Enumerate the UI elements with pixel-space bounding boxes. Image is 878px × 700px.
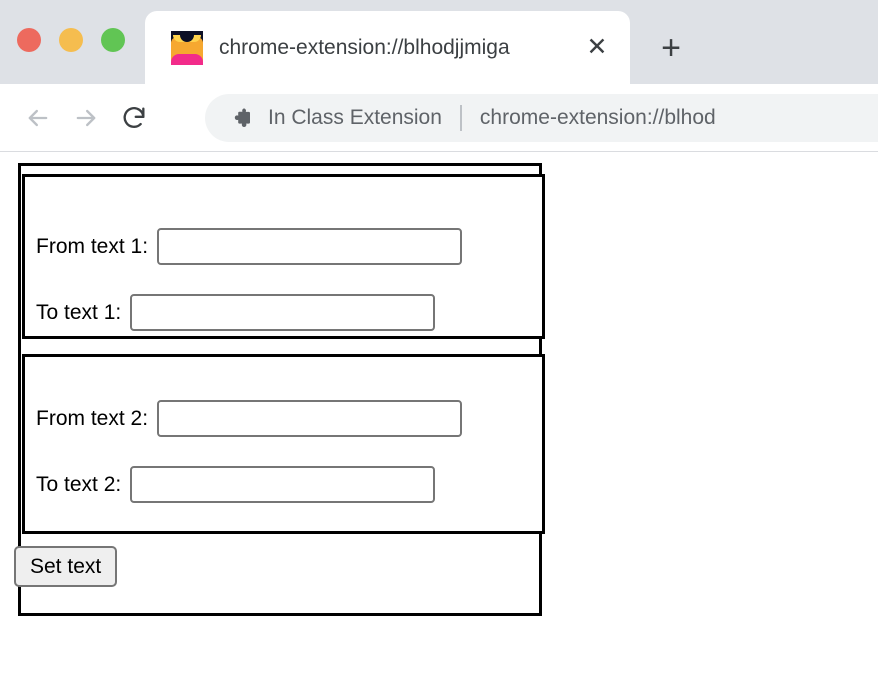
fieldset-1: From text 1: To text 1: xyxy=(22,174,545,339)
close-tab-icon[interactable]: ✕ xyxy=(586,33,608,61)
to-text-1-input[interactable] xyxy=(130,294,436,331)
page-content: From text 1: To text 1: From text 2: To … xyxy=(0,152,878,700)
address-bar[interactable]: In Class Extension chrome-extension://bl… xyxy=(205,94,878,142)
forward-button[interactable] xyxy=(62,94,110,142)
extension-name-label: In Class Extension xyxy=(268,106,442,129)
minimize-window-button[interactable] xyxy=(59,28,83,52)
form-row-from-text-2: From text 2: xyxy=(36,400,463,437)
form-row-from-text-1: From text 1: xyxy=(36,228,463,265)
maximize-window-button[interactable] xyxy=(101,28,125,52)
browser-toolbar: In Class Extension chrome-extension://bl… xyxy=(0,84,878,152)
tab-title: chrome-extension://blhodjjmiga xyxy=(219,35,510,59)
from-text-2-label: From text 2: xyxy=(36,406,149,430)
browser-tab[interactable]: chrome-extension://blhodjjmiga ✕ xyxy=(145,11,630,84)
form-row-to-text-1: To text 1: xyxy=(36,294,436,331)
from-text-1-input[interactable] xyxy=(157,228,463,265)
puzzle-piece-icon xyxy=(230,106,254,130)
tab-strip: chrome-extension://blhodjjmiga ✕ + xyxy=(0,0,878,84)
to-text-1-label: To text 1: xyxy=(36,300,122,324)
from-text-1-label: From text 1: xyxy=(36,234,149,258)
back-arrow-icon xyxy=(24,104,52,132)
back-button[interactable] xyxy=(14,94,62,142)
forward-arrow-icon xyxy=(72,104,100,132)
window-controls xyxy=(17,28,125,52)
close-window-button[interactable] xyxy=(17,28,41,52)
new-tab-button[interactable]: + xyxy=(661,29,681,67)
reload-icon xyxy=(120,104,148,132)
form-row-to-text-2: To text 2: xyxy=(36,466,436,503)
reload-button[interactable] xyxy=(110,94,158,142)
from-text-2-input[interactable] xyxy=(157,400,463,437)
fieldset-2: From text 2: To text 2: xyxy=(22,354,545,534)
omnibox-url-text: chrome-extension://blhod xyxy=(479,106,716,129)
set-text-button[interactable]: Set text xyxy=(14,546,118,587)
omnibox-divider xyxy=(459,105,462,131)
extension-favicon-icon xyxy=(171,30,203,65)
to-text-2-label: To text 2: xyxy=(36,472,122,496)
to-text-2-input[interactable] xyxy=(130,466,436,503)
